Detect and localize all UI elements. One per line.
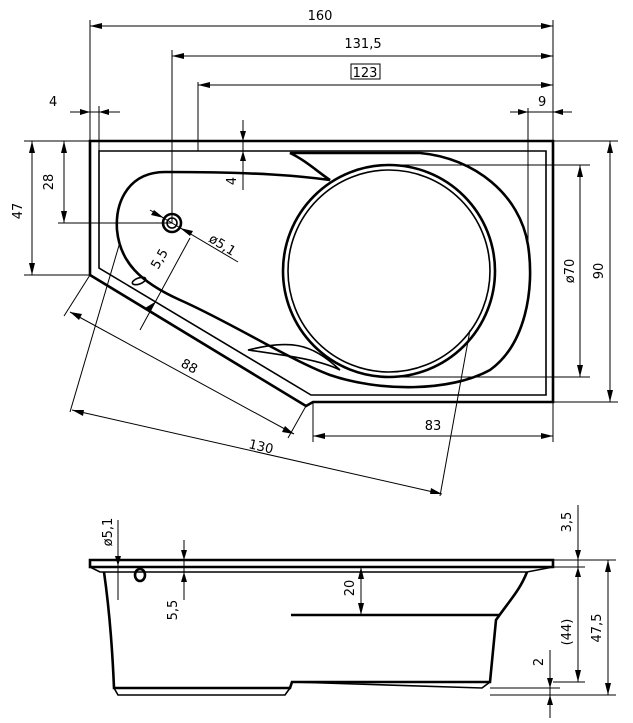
dim-diagonal-outer: 130 (247, 437, 275, 457)
dim-left-height: 47 (11, 203, 26, 220)
tub-inner-rim (98, 150, 547, 396)
side-drain (133, 567, 147, 583)
round-basin-outer (281, 163, 497, 379)
side-dim-base: 2 (532, 658, 547, 666)
side-view: ø5,1 5,5 20 3,5 (44) 47,5 (88, 505, 616, 718)
round-basin-inner (287, 169, 491, 373)
dim-diagonal-inner: 88 (178, 356, 200, 377)
side-dim-seat-depth: 20 (343, 580, 358, 597)
side-dim-rim-thickness: 3,5 (560, 512, 575, 533)
dim-top-rim: 4 (225, 177, 240, 185)
dim-circle-diameter: ø70 (563, 259, 578, 284)
tub-outer-outline (88, 139, 555, 408)
dim-drain-to-right: 131,5 (344, 37, 381, 52)
dim-box (350, 63, 381, 80)
side-rim-flange (89, 566, 554, 573)
dim-left-rim: 4 (49, 95, 57, 110)
dim-diagonal-offset: 5,5 (148, 247, 171, 272)
dim-total-width: 90 (592, 263, 607, 280)
side-body (102, 571, 529, 690)
dim-drain-from-top: 28 (42, 174, 57, 191)
dim-drain-diameter: ø5,1 (206, 232, 238, 260)
seat-curve-lower (247, 343, 341, 371)
side-dim-inner-depth: (44) (560, 619, 575, 646)
dim-bottom-straight: 83 (425, 419, 442, 434)
side-dim-total-height: 47,5 (590, 614, 605, 643)
side-base (113, 681, 491, 696)
side-dim-drain-diameter: ø5,1 (101, 518, 116, 547)
overflow-slot (131, 276, 147, 286)
basin-outline (115, 151, 532, 389)
dim-total-length: 160 (308, 9, 333, 24)
dim-inner-length: 123 (353, 66, 378, 81)
side-dim-drain-height: 5,5 (166, 600, 181, 621)
dim-right-rim: 9 (538, 95, 546, 110)
side-rim (88, 558, 555, 569)
top-view: 160 131,5 123 4 9 47 (11, 9, 618, 497)
